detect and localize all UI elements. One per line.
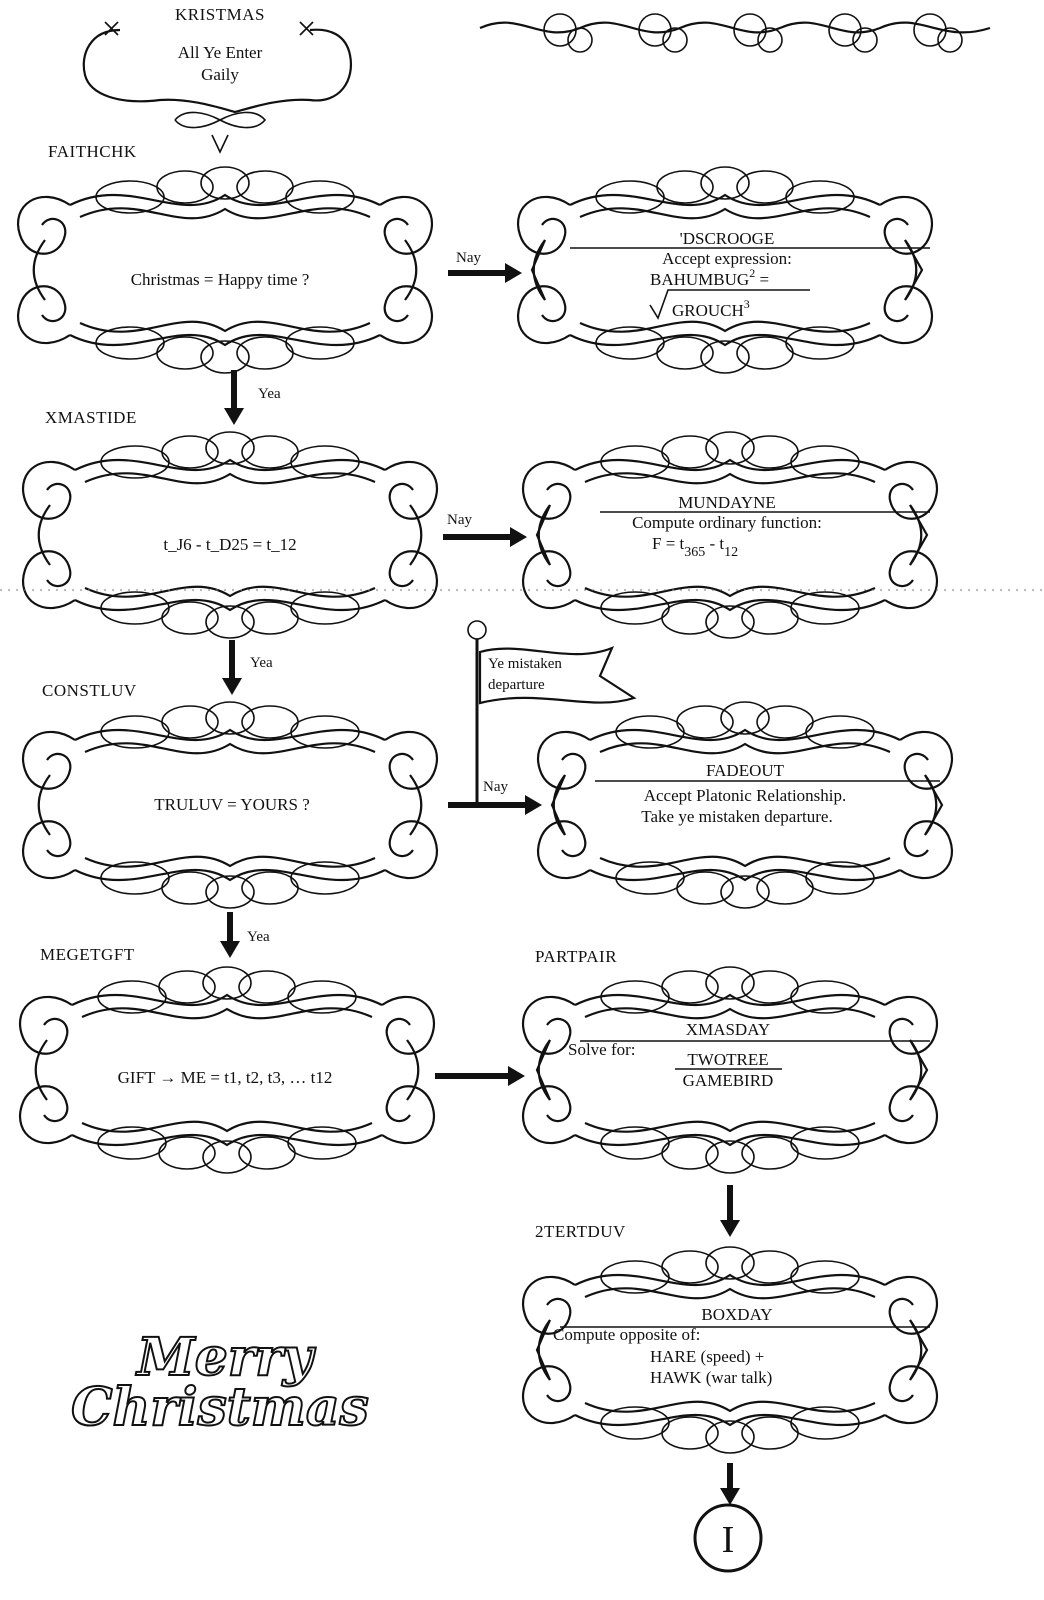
xmasday-numerator: TWOTREE (687, 1050, 768, 1069)
dscrooge-line1: Accept expression: (662, 249, 792, 268)
constluv-label: CONSTLUV (42, 681, 137, 700)
flag-line2: departure (488, 677, 545, 693)
mundayne-process (523, 432, 937, 638)
connector-label: I (722, 1519, 735, 1561)
boxday-line1: Compute opposite of: (553, 1325, 700, 1344)
boxday-line2: HARE (speed) + (650, 1347, 764, 1366)
faithchk-nay: Nay (456, 250, 481, 266)
merry-christmas-greeting: Merry Christmas (70, 1326, 370, 1439)
xmastide-nay: Nay (447, 512, 472, 528)
fadeout-line1: Accept Platonic Relationship. (644, 786, 847, 805)
constluv-nay: Nay (483, 779, 508, 795)
boxday-title: BOXDAY (701, 1305, 772, 1324)
start-label: KRISTMAS (175, 5, 265, 24)
dscrooge-line2: BAHUMBUG2 = (650, 266, 769, 289)
greeting-line1: Merry (135, 1327, 316, 1388)
partpair-label: PARTPAIR (535, 947, 617, 966)
start-line1: All Ye Enter (178, 43, 263, 62)
xmastide-text: t_J6 - t_D25 = t_12 (163, 535, 296, 554)
mundayne-title: MUNDAYNE (678, 493, 776, 512)
flag-line1: Ye mistaken (488, 656, 562, 672)
xmasday-process (523, 967, 937, 1173)
top-ornament (479, 13, 991, 53)
2tertduv-label: 2TERTDUV (535, 1222, 626, 1241)
dscrooge-title: 'DSCROOGE (680, 229, 775, 248)
departure-flag: Ye mistaken departure (467, 620, 637, 805)
fadeout-line2: Take ye mistaken departure. (641, 807, 832, 826)
xmastide-label: XMASTIDE (45, 408, 137, 427)
constluv-yea: Yea (247, 929, 270, 945)
faithchk-label: FAITHCHK (48, 142, 137, 161)
dscrooge-line3: GROUCH3 (672, 297, 750, 320)
xmasday-solve: Solve for: (568, 1040, 636, 1059)
megetgft-label: MEGETGFT (40, 945, 135, 964)
fadeout-title: FADEOUT (706, 761, 785, 780)
faithchk-yea: Yea (258, 386, 281, 402)
xmastide-yea: Yea (250, 655, 273, 671)
start-line2: Gaily (201, 65, 239, 84)
greeting-line2: Christmas (71, 1377, 369, 1438)
constluv-text: TRULUV = YOURS ? (154, 795, 310, 814)
start-terminal: KRISTMAS All Ye Enter Gaily (82, 5, 353, 154)
boxday-line3: HAWK (war talk) (650, 1368, 772, 1387)
megetgft-text: GIFT → ME = t1, t2, t3, … t12 (118, 1068, 333, 1087)
faithchk-text: Christmas = Happy time ? (131, 270, 310, 289)
mundayne-line1: Compute ordinary function: (632, 513, 822, 532)
offpage-connector: I (693, 1503, 763, 1573)
mundayne-line2: F = t365 - t12 (652, 534, 738, 560)
xmasday-title: XMASDAY (686, 1020, 770, 1039)
fadeout-process (538, 702, 952, 908)
xmasday-denominator: GAMEBIRD (683, 1071, 774, 1090)
